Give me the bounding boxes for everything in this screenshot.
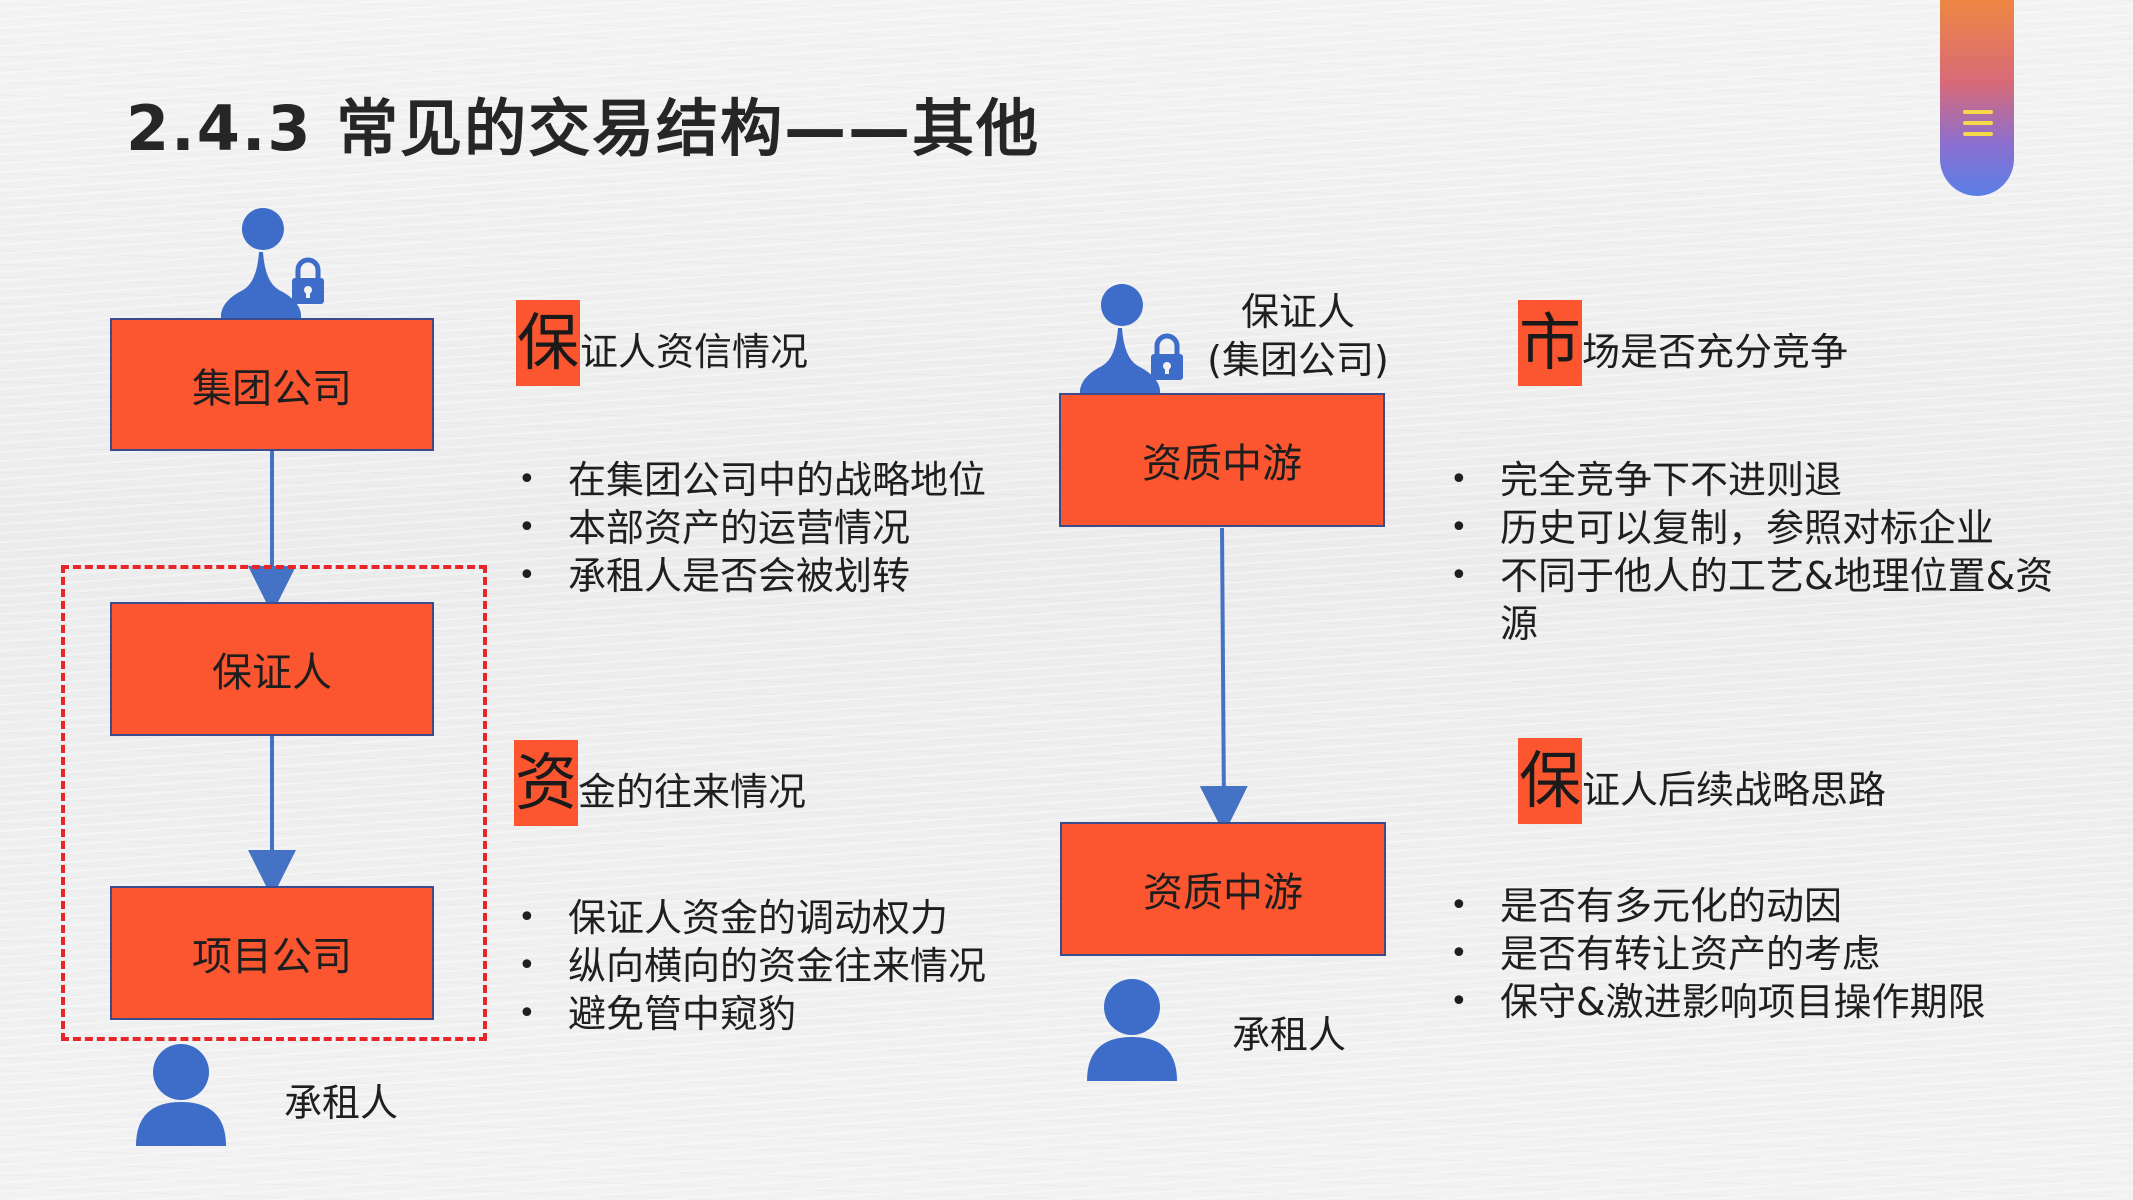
list-item: •不同于他人的工艺&地理位置&资 bbox=[1450, 554, 2054, 598]
heading-guarantor-credit: 保 证人资信情况 bbox=[516, 300, 808, 386]
bullet-dot: • bbox=[518, 462, 536, 497]
box-qualified-midstream-top: 资质中游 bbox=[1059, 393, 1385, 527]
heading-text: 证人后续战略思路 bbox=[1582, 768, 1887, 812]
list-item: •纵向横向的资金往来情况 bbox=[518, 944, 987, 988]
list-market-competition: •完全竞争下不进则退 •历史可以复制，参照对标企业 •不同于他人的工艺&地理位置… bbox=[1450, 456, 2053, 648]
menu-icon bbox=[1963, 110, 1993, 143]
bullet-dot: • bbox=[518, 996, 536, 1031]
page-title: 2.4.3 常见的交易结构——其他 bbox=[126, 92, 1041, 165]
bullet-dot: • bbox=[518, 900, 536, 935]
bullet-dot: • bbox=[518, 510, 536, 545]
list-item: •是否有转让资产的考虑 bbox=[1450, 932, 1881, 976]
list-item: •是否有多元化的动因 bbox=[1450, 884, 1843, 928]
arrow-midstream-to-midstream bbox=[1199, 527, 1248, 834]
person-lock-icon bbox=[1080, 284, 1183, 400]
guarantor-label-line2: (集团公司) bbox=[1207, 338, 1389, 382]
list-item: •保守&激进影响项目操作期限 bbox=[1450, 980, 1986, 1024]
list-guarantor-strategy: •是否有多元化的动因 •是否有转让资产的考虑 •保守&激进影响项目操作期限 bbox=[1450, 882, 1986, 1026]
heading-initial: 保 bbox=[516, 300, 580, 386]
list-item: •完全竞争下不进则退 bbox=[1450, 458, 1843, 502]
list-item: •历史可以复制，参照对标企业 bbox=[1450, 506, 1995, 550]
list-item: •本部资产的运营情况 bbox=[518, 506, 911, 550]
guarantor-label-line1: 保证人 bbox=[1240, 290, 1355, 334]
guarantor-label-right: 保证人 (集团公司) bbox=[1198, 288, 1398, 384]
list-item: •避免管中窥豹 bbox=[518, 992, 797, 1036]
list-item: 源 bbox=[1500, 602, 1539, 646]
bullet-dot: • bbox=[1450, 510, 1468, 545]
list-guarantor-credit: •在集团公司中的战略地位 •本部资产的运营情况 •承租人是否会被划转 bbox=[518, 456, 986, 600]
heading-market-competition: 市 场是否充分竞争 bbox=[1518, 300, 1848, 386]
person-lock-icon bbox=[221, 208, 324, 324]
menu-tab[interactable] bbox=[1940, 0, 2014, 196]
person-icon bbox=[136, 1044, 226, 1146]
tenant-label-right: 承租人 bbox=[1232, 1013, 1347, 1057]
bullet-dot: • bbox=[1450, 984, 1468, 1019]
box-project-company: 项目公司 bbox=[110, 886, 434, 1020]
heading-guarantor-strategy: 保 证人后续战略思路 bbox=[1518, 738, 1886, 824]
list-item: •保证人资金的调动权力 bbox=[518, 896, 949, 940]
heading-initial: 资 bbox=[514, 740, 578, 826]
person-icon bbox=[1087, 979, 1177, 1081]
heading-text: 证人资信情况 bbox=[580, 330, 809, 374]
heading-initial: 市 bbox=[1518, 300, 1582, 386]
box-guarantor: 保证人 bbox=[110, 602, 434, 736]
box-group-company: 集团公司 bbox=[110, 318, 434, 451]
bullet-dot: • bbox=[1450, 558, 1468, 593]
bullet-dot: • bbox=[518, 948, 536, 983]
list-item: •在集团公司中的战略地位 bbox=[518, 458, 987, 502]
heading-initial: 保 bbox=[1518, 738, 1582, 824]
heading-text: 金的往来情况 bbox=[578, 770, 807, 814]
bullet-dot: • bbox=[518, 558, 536, 593]
list-item: •承租人是否会被划转 bbox=[518, 554, 911, 598]
heading-text: 场是否充分竞争 bbox=[1582, 330, 1849, 374]
bullet-dot: • bbox=[1450, 936, 1468, 971]
box-qualified-midstream-bottom: 资质中游 bbox=[1060, 822, 1386, 956]
heading-fund-flows: 资 金的往来情况 bbox=[514, 740, 806, 826]
guarantor-group-dashed-outline bbox=[61, 565, 487, 1041]
bullet-dot: • bbox=[1450, 888, 1468, 923]
list-fund-flows: •保证人资金的调动权力 •纵向横向的资金往来情况 •避免管中窥豹 bbox=[518, 894, 986, 1038]
tenant-label-left: 承租人 bbox=[284, 1081, 399, 1125]
bullet-dot: • bbox=[1450, 462, 1468, 497]
